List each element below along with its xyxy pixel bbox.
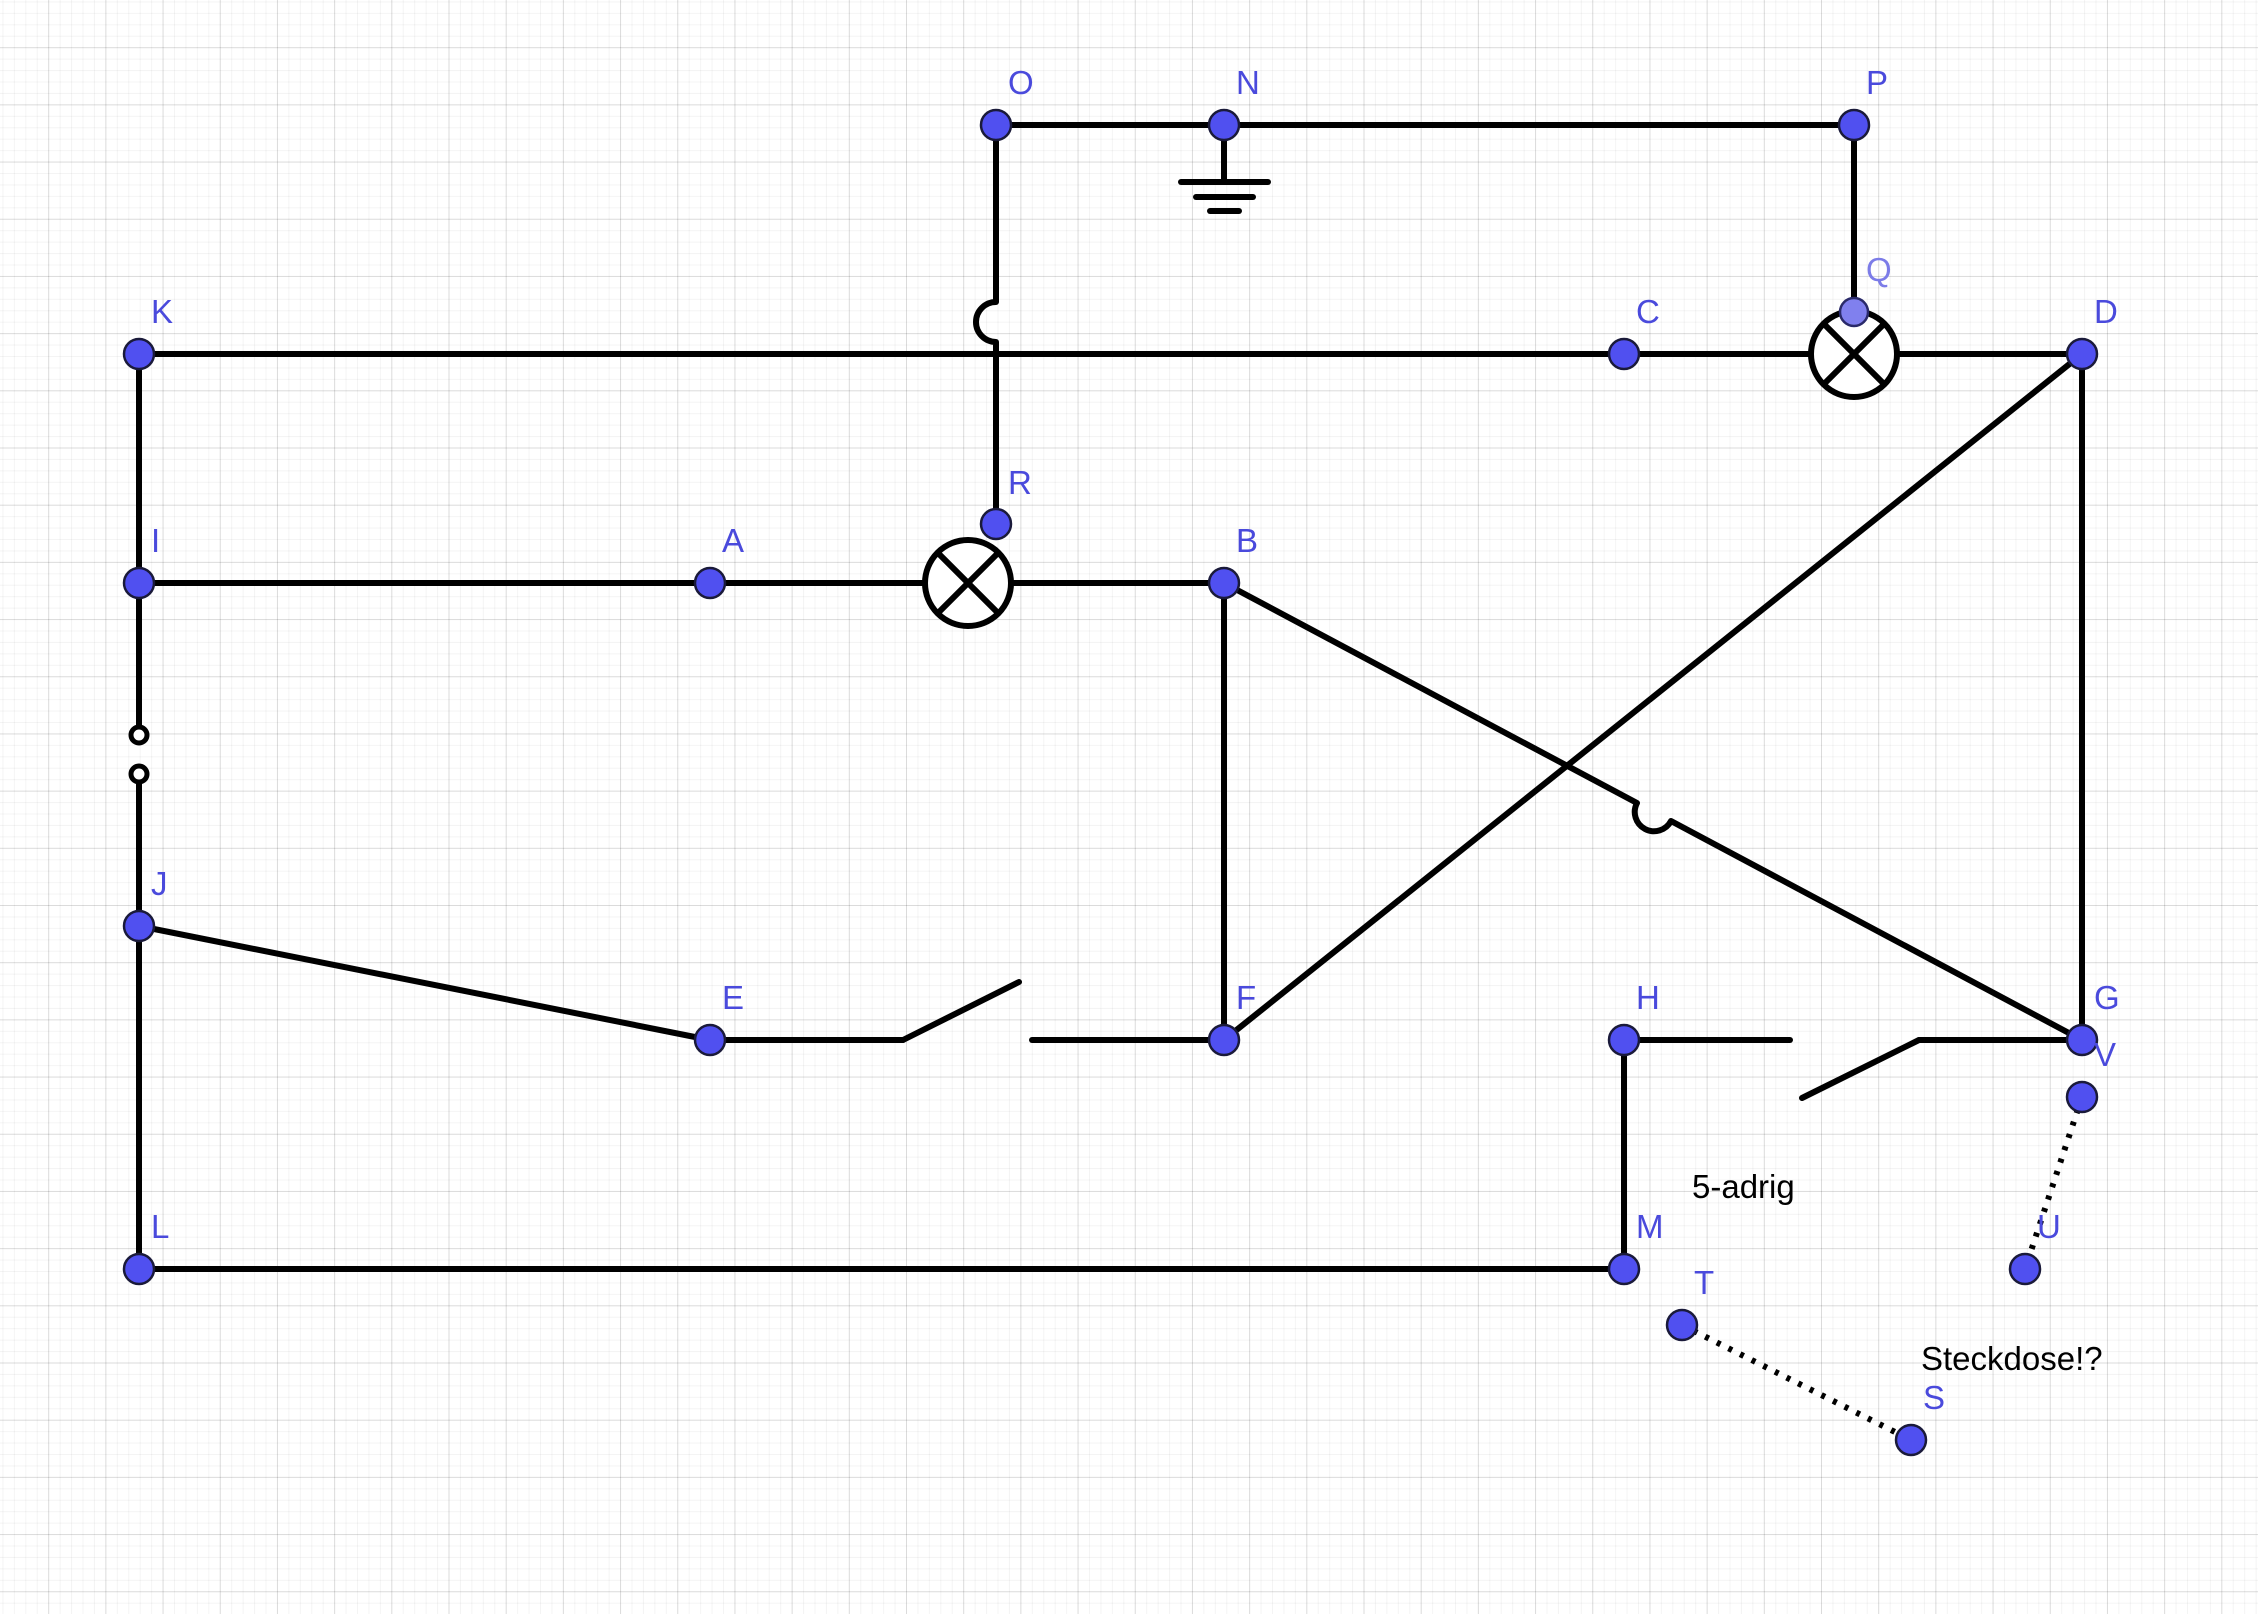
point-label: N bbox=[1236, 64, 1260, 101]
ground-icon bbox=[1178, 179, 1271, 214]
point-label: D bbox=[2094, 293, 2118, 330]
switch-icon bbox=[1621, 1037, 2085, 1101]
point-label: Q bbox=[1866, 251, 1892, 288]
point-o[interactable]: O bbox=[979, 64, 1034, 142]
point-label: T bbox=[1694, 1264, 1714, 1301]
point-label: J bbox=[151, 865, 168, 902]
point-label: H bbox=[1636, 979, 1660, 1016]
point-n[interactable]: N bbox=[1207, 64, 1260, 142]
point-t[interactable]: T bbox=[1665, 1264, 1714, 1342]
wire-j-e bbox=[136, 923, 713, 1043]
point-c[interactable]: C bbox=[1607, 293, 1660, 371]
point-label: E bbox=[722, 979, 744, 1016]
point-label: U bbox=[2037, 1208, 2061, 1245]
point-q[interactable]: Q bbox=[1838, 251, 1892, 328]
wire-b-g bbox=[1221, 580, 2085, 1043]
point-f[interactable]: F bbox=[1207, 979, 1256, 1057]
point-label: F bbox=[1236, 979, 1256, 1016]
point-b[interactable]: B bbox=[1207, 522, 1258, 600]
lamp-icon bbox=[922, 537, 1014, 629]
dotted-t-s bbox=[1680, 1322, 1913, 1443]
point-label: L bbox=[151, 1208, 169, 1245]
point-label: A bbox=[722, 522, 744, 559]
point-k[interactable]: K bbox=[122, 293, 173, 371]
point-d[interactable]: D bbox=[2065, 293, 2118, 371]
cable-note[interactable]: 5-adrig bbox=[1692, 1168, 1795, 1205]
point-u[interactable]: U bbox=[2008, 1208, 2061, 1286]
point-v[interactable]: V bbox=[2065, 1036, 2116, 1114]
wire-f-d bbox=[1221, 351, 2085, 1043]
contact-terminal-icon bbox=[128, 763, 150, 785]
point-r[interactable]: R bbox=[979, 464, 1032, 541]
point-label: B bbox=[1236, 522, 1258, 559]
point-label: O bbox=[1008, 64, 1034, 101]
point-label: G bbox=[2094, 979, 2120, 1016]
point-a[interactable]: A bbox=[693, 522, 744, 600]
point-j[interactable]: J bbox=[122, 865, 168, 943]
point-label: V bbox=[2094, 1036, 2116, 1073]
point-p[interactable]: P bbox=[1837, 64, 1888, 142]
point-label: K bbox=[151, 293, 173, 330]
point-e[interactable]: E bbox=[693, 979, 744, 1057]
wire-o-r bbox=[973, 122, 999, 527]
point-l[interactable]: L bbox=[122, 1208, 169, 1286]
point-s[interactable]: S bbox=[1894, 1379, 1945, 1457]
point-g[interactable]: G bbox=[2065, 979, 2120, 1057]
socket-note[interactable]: Steckdose!? bbox=[1921, 1340, 2103, 1377]
point-h[interactable]: H bbox=[1607, 979, 1660, 1057]
contact-terminal-icon bbox=[128, 724, 150, 746]
switch-icon bbox=[707, 979, 1227, 1043]
point-label: R bbox=[1008, 464, 1032, 501]
point-label: M bbox=[1636, 1208, 1664, 1245]
point-i[interactable]: I bbox=[122, 522, 160, 600]
point-label: S bbox=[1923, 1379, 1945, 1416]
point-label: P bbox=[1866, 64, 1888, 101]
point-label: I bbox=[151, 522, 160, 559]
point-m[interactable]: M bbox=[1607, 1208, 1664, 1286]
point-label: C bbox=[1636, 293, 1660, 330]
